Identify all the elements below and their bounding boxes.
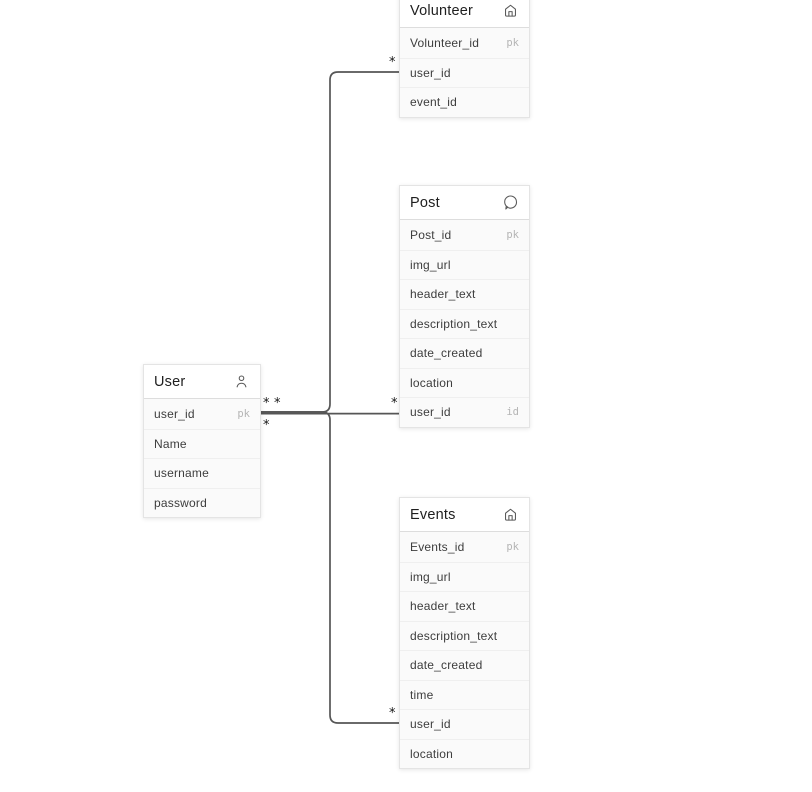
field-name: user_id [410, 717, 451, 732]
relationship-line-user-events[interactable] [261, 411, 399, 724]
table-row[interactable]: user_id [400, 57, 529, 87]
multiplicity-star: * [263, 418, 270, 433]
key-badge: pk [506, 36, 519, 49]
table-header: User [144, 365, 260, 399]
table-header: Events [400, 498, 529, 532]
table-header: Volunteer [400, 0, 529, 28]
multiplicity-star: * [391, 396, 398, 411]
field-name: date_created [410, 346, 483, 361]
table-row[interactable]: header_text [400, 279, 529, 309]
key-badge: pk [506, 228, 519, 241]
field-name: Post_id [410, 227, 452, 242]
table-row[interactable]: Volunteer_id pk [400, 28, 529, 58]
entity-table-user[interactable]: User user_id pk Name username [143, 364, 261, 518]
table-row[interactable]: img_url [400, 249, 529, 279]
table-rows: Post_id pk img_url header_text descripti… [400, 220, 529, 427]
table-row[interactable]: header_text [400, 591, 529, 621]
field-name: location [410, 746, 453, 761]
table-row[interactable]: user_id pk [144, 399, 260, 429]
field-name: time [410, 687, 434, 702]
key-badge: pk [506, 540, 519, 553]
key-badge: id [506, 406, 519, 419]
field-name: user_id [154, 406, 195, 421]
field-name: location [410, 375, 453, 390]
table-rows: user_id pk Name username password [144, 399, 260, 517]
field-name: Volunteer_id [410, 35, 480, 50]
field-name: img_url [410, 257, 451, 272]
table-rows: Events_id pk img_url header_text descrip… [400, 532, 529, 768]
field-name: header_text [410, 599, 476, 614]
field-name: Events_id [410, 539, 465, 554]
field-name: user_id [410, 65, 451, 80]
table-row[interactable]: Name [144, 428, 260, 458]
table-title: User [154, 373, 186, 390]
field-name: event_id [410, 95, 457, 110]
table-row[interactable]: location [400, 367, 529, 397]
table-title: Post [410, 194, 440, 211]
entity-table-events[interactable]: Events Events_id pk img_url header_text [399, 497, 530, 769]
multiplicity-star: * [389, 706, 396, 721]
relationship-line-user-volunteer[interactable] [261, 71, 399, 413]
multiplicity-star: * [389, 55, 396, 70]
table-row[interactable]: user_id id [400, 397, 529, 427]
multiplicity-star: * [263, 396, 270, 411]
key-badge: pk [237, 407, 250, 420]
multiplicity-star: * [274, 396, 281, 411]
field-name: Name [154, 436, 187, 451]
field-name: username [154, 466, 209, 481]
entity-table-volunteer[interactable]: Volunteer Volunteer_id pk user_id event_… [399, 0, 530, 118]
table-row[interactable]: location [400, 738, 529, 768]
field-name: img_url [410, 569, 451, 584]
table-row[interactable]: time [400, 679, 529, 709]
table-row[interactable]: date_created [400, 650, 529, 680]
table-row[interactable]: password [144, 487, 260, 517]
table-rows: Volunteer_id pk user_id event_id [400, 28, 529, 117]
table-title: Events [410, 506, 456, 523]
table-row[interactable]: Post_id pk [400, 220, 529, 250]
home-icon [502, 2, 519, 19]
home-icon [502, 506, 519, 523]
table-row[interactable]: img_url [400, 561, 529, 591]
field-name: date_created [410, 658, 483, 673]
field-name: user_id [410, 405, 451, 420]
entity-table-post[interactable]: Post Post_id pk img_url header_text desc [399, 185, 530, 428]
table-row[interactable]: user_id [400, 709, 529, 739]
field-name: header_text [410, 287, 476, 302]
table-row[interactable]: username [144, 458, 260, 488]
field-name: password [154, 495, 207, 510]
table-row[interactable]: description_text [400, 308, 529, 338]
person-icon [233, 373, 250, 390]
table-title: Volunteer [410, 2, 474, 19]
table-row[interactable]: date_created [400, 338, 529, 368]
field-name: description_text [410, 316, 498, 331]
table-row[interactable]: event_id [400, 87, 529, 117]
field-name: description_text [410, 628, 498, 643]
table-row[interactable]: Events_id pk [400, 532, 529, 562]
table-header: Post [400, 186, 529, 220]
table-row[interactable]: description_text [400, 620, 529, 650]
chat-bubble-icon [502, 194, 519, 211]
